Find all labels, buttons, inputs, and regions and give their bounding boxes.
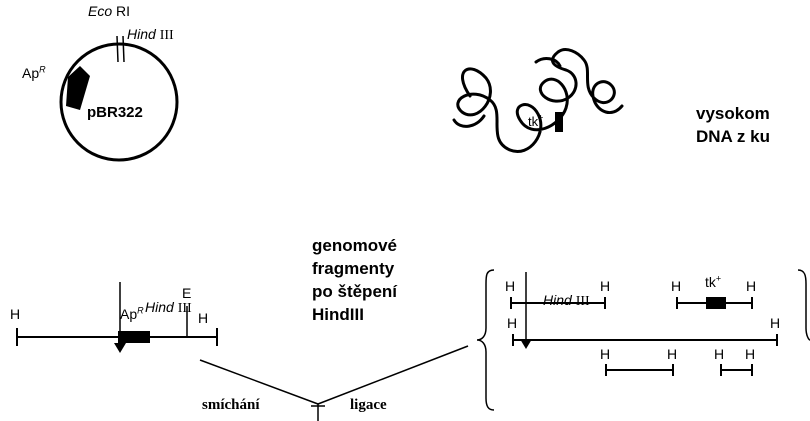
linear-vector-ampr-label: ApR (120, 306, 144, 322)
fragment-tk-text: tk (705, 274, 716, 290)
linear-vector-left-site: H (10, 306, 20, 322)
plasmid-hindiii-tick (123, 36, 124, 62)
mix-line-right (318, 346, 468, 404)
plasmid-hindiii-enzyme: Hind (127, 26, 156, 42)
fragment-site-label: H (746, 278, 756, 294)
plasmid-digest-label: Hind III (145, 299, 192, 317)
plasmid-digest-arrowhead (114, 343, 126, 353)
genomic-tk-label: tk+ (528, 114, 543, 129)
mixing-label: smíchání (202, 397, 260, 414)
plasmid-ecori-enzyme: Eco (88, 3, 112, 19)
fragment-tk-sup: + (716, 273, 721, 283)
fragments-left-brace (477, 270, 494, 410)
genome-digest-suffix: III (576, 294, 590, 309)
genomic-dna-coil (458, 50, 622, 152)
linear-vector-ampr-sup: R (137, 305, 144, 315)
ligation-label: ligace (350, 397, 387, 414)
fragment-site-label: H (671, 278, 681, 294)
fragment-site-label: H (505, 278, 515, 294)
genome-digest-enzyme: Hind (543, 292, 572, 308)
plasmid-digest-suffix: III (178, 301, 192, 316)
fragment-tk-block (706, 297, 726, 309)
fragment-site-label: H (745, 346, 755, 362)
genomic-fragments-caption: genomové fragmenty po štěpení HindIII (312, 234, 397, 326)
genomic-fragments-caption-line2: fragmenty (312, 257, 397, 280)
plasmid-ecori-label: Eco RI (88, 3, 130, 19)
genome-digest-label: Hind III (543, 292, 590, 310)
plasmid-digest-enzyme: Hind (145, 299, 174, 315)
linear-vector-right-site: H (198, 310, 208, 326)
plasmid-name: pBR322 (87, 104, 143, 121)
plasmid-ampr-text: Ap (22, 65, 39, 81)
genomic-tk-text: tk (528, 114, 538, 129)
genomic-fragments-caption-line3: po štěpení (312, 280, 397, 303)
plasmid-ampr-label: ApR (22, 65, 46, 81)
high-mw-dna-caption-line2: DNA z ku (696, 125, 770, 148)
fragment-tk-label: tk+ (705, 274, 721, 290)
fragment-site-label: H (667, 346, 677, 362)
high-mw-dna-caption: vysokom DNA z ku (696, 102, 770, 148)
high-mw-dna-caption-line1: vysokom (696, 102, 770, 125)
genomic-tk-block (555, 112, 563, 132)
fragment-site-label: H (600, 346, 610, 362)
genomic-tk-sup: + (538, 113, 543, 123)
linear-vector-ecori-site: E (182, 285, 191, 301)
genomic-fragments-caption-line4: HindIII (312, 303, 397, 326)
linear-vector-ampr-block (118, 331, 150, 343)
fragment-site-label: H (770, 315, 780, 331)
plasmid-ecori-suffix: RI (116, 3, 130, 19)
plasmid-hindiii-suffix: III (160, 28, 174, 43)
plasmid-ecori-tick (117, 36, 118, 62)
fragment-site-label: H (714, 346, 724, 362)
plasmid-ampr-sup: R (39, 64, 46, 74)
fragment-site-label: H (600, 278, 610, 294)
fragment-site-label: H (507, 315, 517, 331)
genomic-fragments-caption-line1: genomové (312, 234, 397, 257)
linear-vector-ampr-text: Ap (120, 306, 137, 322)
plasmid-hindiii-label: Hind III (127, 26, 174, 44)
fragments-right-brace (798, 270, 810, 340)
